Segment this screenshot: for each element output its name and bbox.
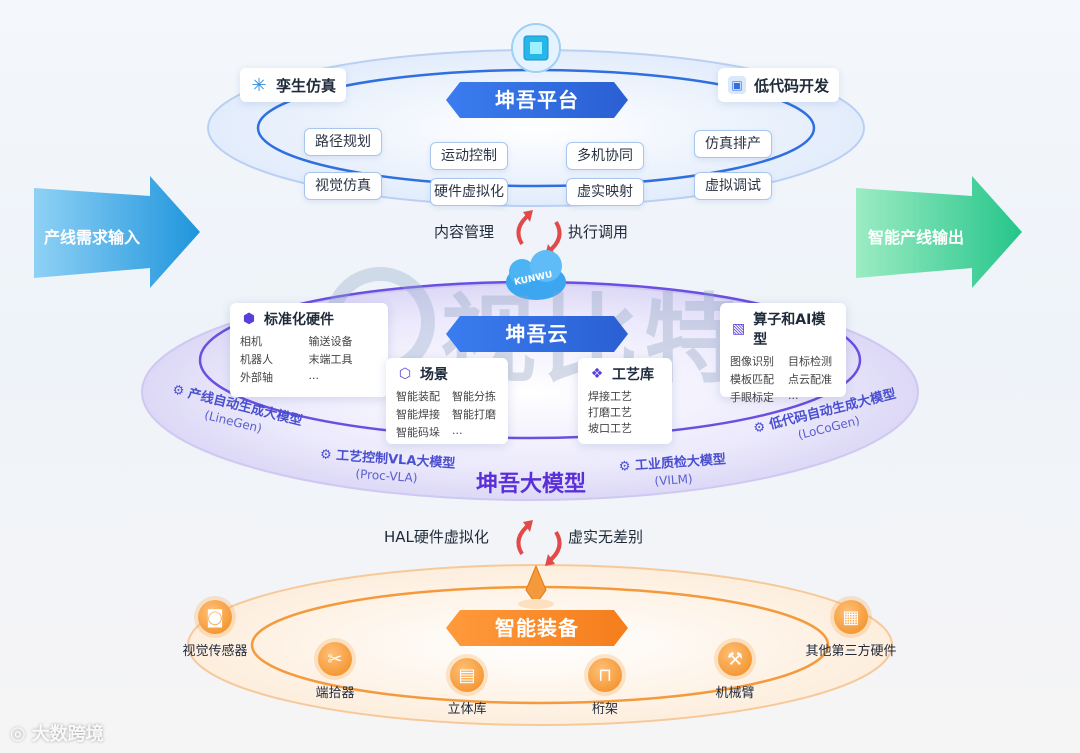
twin-simulation-label: 孪生仿真 [276, 76, 337, 95]
process-title: 工艺库 [612, 367, 654, 383]
scene-title: 场景 [420, 367, 448, 383]
feature-path-planning[interactable]: 路径规划 [304, 128, 382, 156]
flow-execution-call: 执行调用 [568, 223, 629, 241]
device-warehouse[interactable]: ▤ 立体库 [432, 658, 502, 717]
device-label: 机械臂 [715, 686, 755, 701]
hardware-item: 末端工具 [308, 353, 353, 366]
operators-item: 手眼标定 [730, 391, 774, 404]
device-label: 立体库 [447, 702, 487, 717]
equipment-banner-shape [446, 610, 628, 646]
operators-card[interactable]: ▧ 算子和AI模型 图像识别 目标检测 模板匹配 点云配准 手眼标定 ... [720, 303, 846, 404]
gantry-icon: ⊓ [588, 658, 622, 692]
operators-item: 点云配准 [788, 373, 832, 386]
device-gantry[interactable]: ⊓ 桁架 [570, 658, 640, 717]
scene-item: ... [452, 424, 463, 437]
device-label: 其他第三方硬件 [805, 644, 897, 659]
platform-banner-shape [446, 82, 628, 118]
big-model-title: 坤吾大模型 [476, 472, 587, 497]
gripper-icon: ✂ [318, 642, 352, 676]
hardware-item: 输送设备 [308, 335, 353, 348]
source-logo: ◎ 大数跨境 [10, 720, 104, 746]
scene-item: 智能码垛 [396, 426, 440, 439]
hardware-item: 相机 [240, 335, 262, 348]
device-label: 桁架 [591, 702, 618, 717]
process-library-card[interactable]: ❖ 工艺库 焊接工艺 打磨工艺 坡口工艺 [578, 358, 672, 444]
camera-icon: ◙ [198, 600, 232, 634]
hardware-title: 标准化硬件 [264, 312, 334, 328]
source-logo-icon: ◎ [10, 722, 26, 744]
feature-sim-scheduling[interactable]: 仿真排产 [694, 130, 772, 158]
flow-content-management: 内容管理 [434, 223, 495, 241]
hardware-cubes-icon: ⬢ [242, 311, 256, 327]
device-robot-arm[interactable]: ⚒ 机械臂 [700, 642, 770, 701]
feature-vision-sim[interactable]: 视觉仿真 [304, 172, 382, 200]
model-gear-icon: ⚙ [752, 419, 768, 437]
kunwu-cloud-icon [506, 250, 566, 300]
operators-title: 算子和AI模型 [753, 312, 826, 348]
chat-bot-icon: ▣ [728, 76, 746, 94]
feature-virtual-debug[interactable]: 虚拟调试 [694, 172, 772, 200]
equipment-title: 智能装备 [495, 616, 579, 640]
device-vision-sensor[interactable]: ◙ 视觉传感器 [170, 600, 260, 659]
pinwheel-icon: ✳ [251, 74, 267, 96]
process-item: 打磨工艺 [588, 406, 632, 419]
feature-hardware-virtualization[interactable]: 硬件虚拟化 [430, 178, 508, 206]
model-gear-icon: ⚙ [618, 458, 632, 475]
scene-item: 智能焊接 [396, 408, 440, 421]
scene-item: 智能打磨 [452, 408, 496, 421]
model-gear-icon: ⚙ [319, 447, 333, 464]
warehouse-icon: ▤ [450, 658, 484, 692]
scene-card[interactable]: ⬡ 场景 智能装配 智能分拣 智能焊接 智能打磨 智能码垛 ... [386, 358, 508, 444]
low-code-tag[interactable]: ▣ 低代码开发 [718, 68, 840, 102]
image-model-icon: ▧ [732, 321, 746, 337]
model-vilm-sub: (VILM) [654, 471, 694, 489]
twin-simulation-tag[interactable]: ✳ 孪生仿真 [240, 68, 347, 102]
flow-no-difference: 虚实无差别 [568, 528, 644, 546]
device-end-effector[interactable]: ✂ 端拾器 [300, 642, 370, 701]
scene-cube-icon: ⬡ [398, 366, 412, 382]
device-label: 端拾器 [315, 686, 355, 701]
device-third-party[interactable]: ▦ 其他第三方硬件 [796, 600, 906, 659]
feature-virtual-real-mapping[interactable]: 虚实映射 [566, 178, 644, 206]
feature-multi-robot[interactable]: 多机协同 [566, 142, 644, 170]
operators-item: 图像识别 [730, 355, 774, 368]
grid-icon: ▦ [834, 600, 868, 634]
cloud-banner-shape [446, 316, 628, 352]
process-item: 坡口工艺 [588, 422, 632, 435]
hardware-item: 外部轴 [240, 371, 273, 384]
output-arrow-label: 智能产线输出 [868, 228, 965, 247]
flow-hal-virtualization: HAL硬件虚拟化 [384, 528, 489, 546]
hardware-item: ... [308, 369, 320, 382]
platform-cube-icon [511, 23, 561, 73]
operators-item: 模板匹配 [730, 373, 774, 386]
cloud-title: 坤吾云 [505, 322, 569, 346]
operators-item: 目标检测 [788, 355, 832, 368]
model-gear-icon: ⚙ [170, 382, 186, 400]
process-grid-icon: ❖ [590, 366, 604, 382]
platform-title: 坤吾平台 [495, 88, 579, 112]
low-code-label: 低代码开发 [754, 76, 830, 95]
hardware-card[interactable]: ⬢ 标准化硬件 相机 输送设备 机器人 末端工具 外部轴 ... [230, 303, 388, 397]
scene-item: 智能装配 [396, 390, 440, 403]
process-item: 焊接工艺 [588, 390, 632, 403]
feature-motion-control[interactable]: 运动控制 [430, 142, 508, 170]
robot-arm-icon: ⚒ [718, 642, 752, 676]
operators-item: ... [788, 389, 799, 402]
device-label: 视觉传感器 [182, 644, 248, 659]
hardware-item: 机器人 [240, 353, 273, 366]
input-arrow-label: 产线需求输入 [44, 228, 141, 247]
model-proc-vla-sub: (Proc-VLA) [355, 466, 418, 486]
scene-item: 智能分拣 [452, 390, 496, 403]
source-text: 大数跨境 [31, 724, 104, 745]
